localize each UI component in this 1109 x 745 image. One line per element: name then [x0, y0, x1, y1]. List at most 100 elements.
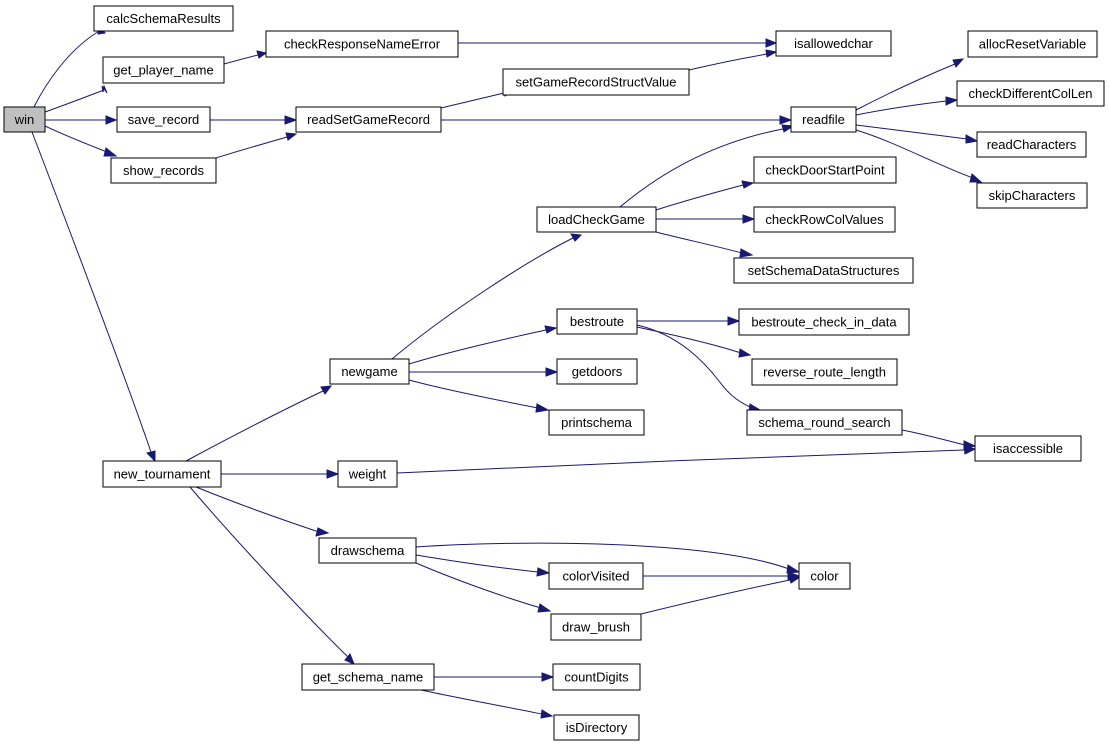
node-get_schema_name[interactable]: get_schema_name	[301, 663, 435, 691]
node-box[interactable]	[974, 435, 1082, 462]
node-box[interactable]	[329, 358, 410, 385]
node-calcSchemaResults[interactable]: calcSchemaResults	[93, 5, 234, 32]
node-reverse_route_length[interactable]: reverse_route_length	[751, 358, 898, 386]
edge-loadCheckGame-to-checkDoorStartPoint	[655, 180, 755, 211]
node-readCharacters[interactable]: readCharacters	[976, 131, 1087, 158]
node-isDirectory[interactable]: isDirectory	[553, 714, 640, 741]
node-box[interactable]	[318, 537, 417, 564]
node-getdoors[interactable]: getdoors	[556, 358, 638, 385]
node-box[interactable]	[556, 308, 638, 335]
node-setGameRecordStructValue[interactable]: setGameRecordStructValue	[502, 68, 690, 96]
node-box[interactable]	[548, 409, 645, 436]
node-win[interactable]: win	[3, 106, 46, 133]
node-box[interactable]	[956, 80, 1105, 107]
node-label: schema_round_search	[758, 415, 890, 430]
node-box[interactable]	[337, 460, 398, 488]
node-loadCheckGame[interactable]: loadCheckGame	[536, 206, 657, 233]
node-label: new_tournament	[114, 467, 211, 482]
node-allocResetVariable[interactable]: allocResetVariable	[967, 30, 1098, 58]
edge-arrowhead	[146, 450, 156, 463]
node-bestroute_check_in_data[interactable]: bestroute_check_in_data	[738, 308, 910, 336]
node-show_records[interactable]: show_records	[110, 157, 217, 184]
node-box[interactable]	[102, 460, 222, 488]
node-box[interactable]	[556, 358, 638, 385]
edge-arrowhead	[103, 147, 118, 157]
node-box[interactable]	[738, 308, 910, 336]
node-box[interactable]	[536, 206, 657, 233]
node-draw_brush[interactable]: draw_brush	[550, 613, 642, 641]
edge-newgame-to-loadCheckGame	[391, 233, 583, 360]
edge-line	[31, 131, 152, 453]
node-box[interactable]	[550, 613, 642, 641]
node-schema_round_search[interactable]: schema_round_search	[746, 409, 903, 436]
edge-line	[636, 324, 753, 409]
node-isallowedchar[interactable]: isallowedchar	[775, 30, 892, 57]
node-bestroute[interactable]: bestroute	[556, 308, 638, 335]
edge-bestroute-to-reverse_route_length	[636, 326, 752, 358]
edge-arrowhead	[945, 96, 959, 106]
node-new_tournament[interactable]: new_tournament	[102, 460, 222, 488]
node-box[interactable]	[548, 562, 644, 590]
node-get_player_name[interactable]: get_player_name	[102, 56, 225, 84]
node-color[interactable]: color	[798, 562, 851, 590]
node-box[interactable]	[753, 206, 896, 233]
node-box[interactable]	[976, 131, 1087, 158]
edge-readSetGameRecord-to-setGameRecordStructValue	[440, 88, 515, 109]
node-skipCharacters[interactable]: skipCharacters	[976, 182, 1088, 209]
node-label: get_schema_name	[313, 670, 424, 685]
node-box[interactable]	[93, 5, 234, 32]
node-printschema[interactable]: printschema	[548, 409, 645, 436]
edge-readfile-to-skipCharacters	[855, 129, 983, 183]
node-box[interactable]	[775, 30, 892, 57]
node-checkDifferentColLen[interactable]: checkDifferentColLen	[956, 80, 1105, 107]
node-box[interactable]	[790, 106, 857, 133]
node-save_record[interactable]: save_record	[116, 106, 211, 133]
node-label: isDirectory	[566, 720, 628, 735]
node-box[interactable]	[976, 182, 1088, 209]
node-readfile[interactable]: readfile	[790, 106, 857, 133]
node-box[interactable]	[967, 30, 1098, 58]
edge-readSetGameRecord-to-readfile	[441, 115, 793, 125]
node-box[interactable]	[116, 106, 211, 133]
node-checkRowColValues[interactable]: checkRowColValues	[753, 206, 896, 233]
edge-line	[855, 124, 968, 140]
node-box[interactable]	[753, 156, 897, 184]
node-label: show_records	[123, 163, 204, 178]
edge-win-to-get_player_name	[44, 84, 108, 113]
node-box[interactable]	[3, 106, 46, 133]
node-box[interactable]	[751, 358, 898, 386]
node-box[interactable]	[265, 30, 459, 58]
node-box[interactable]	[502, 68, 690, 96]
node-box[interactable]	[746, 409, 903, 436]
node-box[interactable]	[295, 106, 442, 133]
edge-line	[415, 554, 539, 573]
edge-arrowhead	[537, 603, 552, 613]
edge-arrowhead	[727, 316, 741, 326]
edge-readfile-to-checkDifferentColLen	[855, 96, 959, 116]
node-isaccessible[interactable]: isaccessible	[974, 435, 1082, 462]
node-weight[interactable]: weight	[337, 460, 398, 488]
node-drawschema[interactable]: drawschema	[318, 537, 417, 564]
edge-draw_brush-to-color	[640, 575, 802, 615]
node-readSetGameRecord[interactable]: readSetGameRecord	[295, 106, 442, 133]
edge-line	[185, 390, 324, 462]
edge-arrowhead	[765, 38, 778, 48]
edge-arrowhead	[326, 469, 340, 479]
edge-new_tournament-to-newgame	[185, 385, 333, 462]
node-box[interactable]	[553, 714, 640, 741]
node-box[interactable]	[733, 257, 914, 284]
node-newgame[interactable]: newgame	[329, 358, 410, 385]
node-label: save_record	[128, 112, 200, 127]
edge-arrowhead	[570, 233, 583, 242]
node-countDigits[interactable]: countDigits	[552, 663, 641, 691]
node-box[interactable]	[301, 663, 435, 691]
node-colorVisited[interactable]: colorVisited	[548, 562, 644, 590]
node-checkDoorStartPoint[interactable]: checkDoorStartPoint	[753, 156, 897, 184]
node-box[interactable]	[552, 663, 641, 691]
node-checkResponseNameError[interactable]: checkResponseNameError	[265, 30, 459, 58]
node-setSchemaDataStructures[interactable]: setSchemaDataStructures	[733, 257, 914, 284]
node-box[interactable]	[102, 56, 225, 84]
node-box[interactable]	[110, 157, 217, 184]
edge-line	[396, 449, 965, 474]
node-box[interactable]	[798, 562, 851, 590]
